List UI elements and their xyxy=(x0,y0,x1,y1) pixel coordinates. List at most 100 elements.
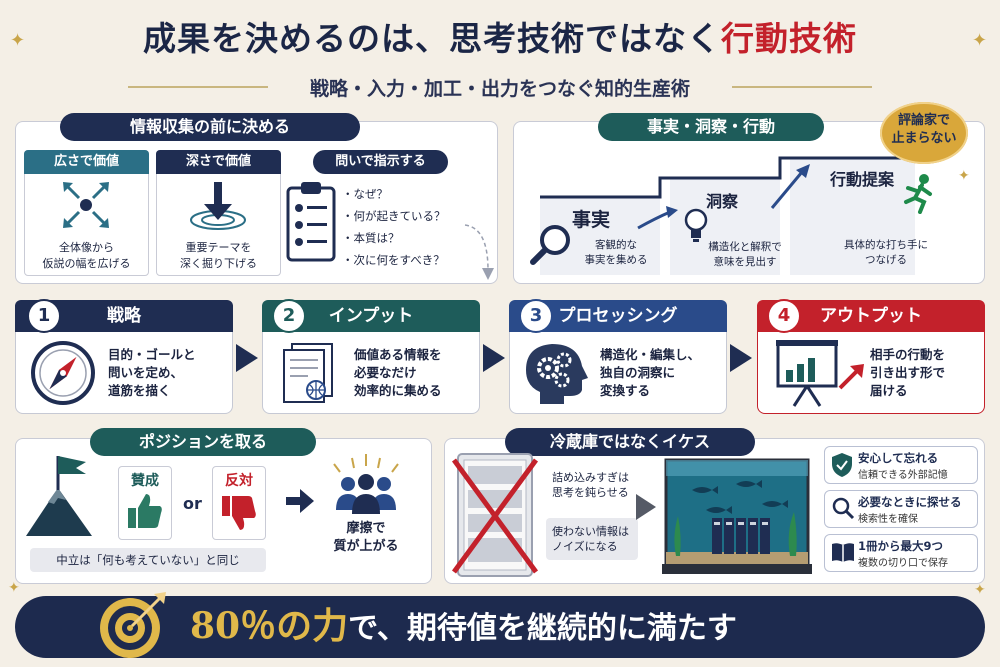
question-item: ・本質は？ xyxy=(342,231,400,245)
page-subtitle: 戦略・入力・加工・出力をつなぐ知的生産術 xyxy=(309,78,690,100)
conclusion-lead: 80％の力 xyxy=(190,605,349,647)
step-action-text-2: つなげる xyxy=(865,254,907,266)
conclusion-banner xyxy=(15,596,985,658)
drill-down-icon xyxy=(190,182,246,230)
process-step-text: 価値ある情報を xyxy=(354,347,442,362)
refrigerator-icon xyxy=(451,453,539,577)
sparkle-icon: ✦ xyxy=(974,582,986,598)
shield-icon xyxy=(832,453,852,477)
breadth-text-1: 全体像から xyxy=(59,241,114,254)
process-step-number: 4 xyxy=(767,299,801,333)
step-action-title: 行動提案 xyxy=(830,170,895,189)
question-item: ・何が起きている？ xyxy=(342,209,446,223)
title-main: 成果を決めるのは、思考技術ではなく xyxy=(143,19,721,58)
subtitle-rule-right xyxy=(732,86,872,88)
question-item: ・なぜ？ xyxy=(342,187,388,201)
sparkle-icon: ✦ xyxy=(10,30,26,51)
process-step-text: 構造化・編集し、 xyxy=(600,347,701,362)
position-panel-header: ポジションを取る xyxy=(90,428,316,456)
question-item: ・次に何をすべき？ xyxy=(342,253,445,267)
sparkle-icon: ✦ xyxy=(8,580,20,596)
fridge-note-1b: 思考を鈍らせる xyxy=(552,486,629,499)
process-step-text: 届ける xyxy=(870,383,908,398)
friction-text-1: 摩擦で xyxy=(346,521,386,536)
conclusion-rest: で、期待値を継続的に満たす xyxy=(348,611,737,646)
friction-text-2: 質が上がる xyxy=(333,539,399,554)
process-step-text: 相手の行動を xyxy=(870,347,946,362)
questions-label: 問いで指示する xyxy=(313,150,448,174)
step-insight-text-2: 意味を見出す xyxy=(713,256,777,268)
target-icon xyxy=(100,592,166,658)
process-step-text: 問いを定め、 xyxy=(108,365,184,380)
feature-title: 1冊から最大9つ xyxy=(858,539,944,553)
documents-icon xyxy=(283,343,333,403)
chevron-right-icon xyxy=(483,344,505,372)
info-panel-header: 情報収集の前に決める xyxy=(60,113,360,141)
conclusion-text: 80％の力で、期待値を継続的に満たす xyxy=(190,601,737,654)
step-fact-text-2: 事実を集める xyxy=(584,254,648,266)
storage-panel-header: 冷蔵庫ではなくイケス xyxy=(505,428,755,456)
fridge-note-2b: ノイズになる xyxy=(552,540,618,553)
thumbs-up-icon xyxy=(128,494,162,528)
brain-gears-icon xyxy=(526,344,588,404)
thumbs-down-icon xyxy=(222,496,256,530)
fact-panel-header: 事実・洞察・行動 xyxy=(598,113,824,141)
or-text: or xyxy=(183,494,202,513)
process-step-text: 道筋を描く xyxy=(108,383,171,398)
page-title: 成果を決めるのは、思考技術ではなく行動技術 xyxy=(0,12,1000,60)
lightbulb-icon xyxy=(684,208,708,242)
runner-icon xyxy=(904,174,932,214)
process-step-number: 3 xyxy=(519,299,553,333)
process-step-text: 目的・ゴールと xyxy=(108,347,196,362)
feature-searchable xyxy=(824,490,978,528)
step-fact-text-1: 客観的な xyxy=(595,239,637,251)
critic-badge xyxy=(880,102,968,164)
critic-badge-text-1: 評論家で xyxy=(897,113,950,128)
book-icon xyxy=(832,543,854,562)
expand-arrows-icon xyxy=(63,182,109,228)
chevron-right-icon xyxy=(730,344,752,372)
critic-badge-text-2: 止まらない xyxy=(891,131,957,146)
clipboard-icon xyxy=(286,182,336,262)
people-group-icon xyxy=(336,474,396,514)
chevron-right-icon xyxy=(236,344,258,372)
process-step-number: 2 xyxy=(272,299,306,333)
fridge-note-2a: 使わない情報は xyxy=(552,525,629,538)
feature-title: 必要なときに探せる xyxy=(858,495,962,509)
subtitle-rule-left xyxy=(128,86,268,88)
step-insight-text-1: 構造化と解釈で xyxy=(708,241,782,253)
feature-subtitle: 信頼できる外部記憶 xyxy=(858,470,948,481)
arrow-up-right-icon xyxy=(838,364,864,390)
oppose-label: 反対 xyxy=(225,473,253,489)
process-step-text: 効率的に集める xyxy=(354,383,442,398)
step-fact-title: 事実 xyxy=(572,209,611,231)
agree-label: 賛成 xyxy=(131,473,159,489)
feature-subtitle: 複数の切り口で保存 xyxy=(858,558,948,569)
aquarium-icon xyxy=(662,458,812,574)
step-action-text-1: 具体的な打ち手に xyxy=(844,239,928,251)
staircase-diagram xyxy=(540,156,915,275)
fridge-note-1a: 詰め込みすぎは xyxy=(552,471,629,484)
compass-icon xyxy=(31,341,95,405)
depth-text-1: 重要テーマを xyxy=(185,241,252,254)
breadth-text-2: 仮説の幅を広げる xyxy=(42,257,131,270)
title-highlight: 行動技術 xyxy=(721,19,857,58)
fridge-note-box xyxy=(546,518,638,560)
depth-card-label: 深さで価値 xyxy=(156,150,281,174)
sparkle-icon: ✦ xyxy=(972,30,988,51)
breadth-card-label: 広さで価値 xyxy=(24,150,149,174)
mountain-flag-icon xyxy=(26,456,92,536)
feature-subtitle: 検索性を確保 xyxy=(858,514,918,525)
process-step-text: 独自の洞察に xyxy=(600,365,676,380)
process-step-number: 1 xyxy=(27,299,61,333)
feature-title: 安心して忘れる xyxy=(858,451,939,465)
process-step-text: 引き出す形で xyxy=(870,365,946,380)
arrow-right-icon xyxy=(286,489,314,513)
process-step-text: 必要なだけ xyxy=(354,365,417,380)
magnifier-icon xyxy=(530,225,570,265)
search-icon xyxy=(832,497,855,520)
dashed-connector-icon xyxy=(464,224,494,280)
step-insight-title: 洞察 xyxy=(706,192,739,211)
arrow-right-icon xyxy=(636,494,656,520)
presentation-chart-icon xyxy=(776,340,838,407)
